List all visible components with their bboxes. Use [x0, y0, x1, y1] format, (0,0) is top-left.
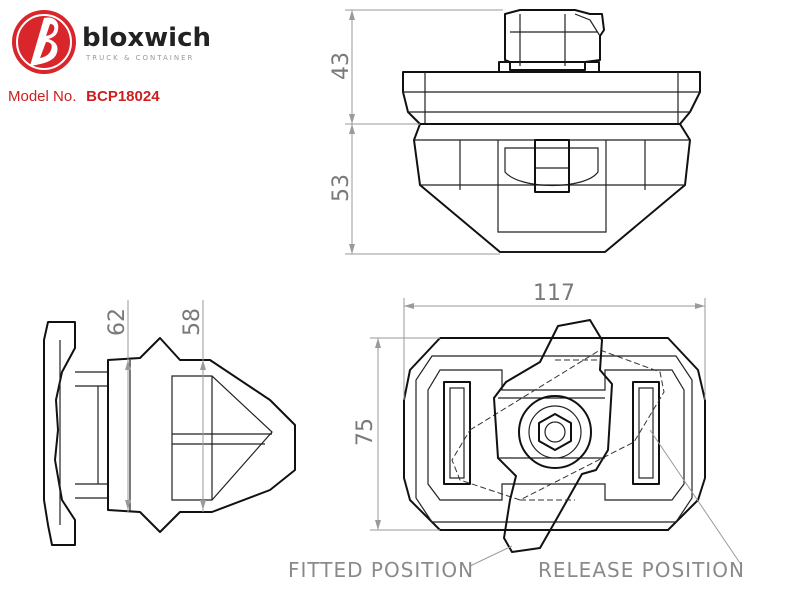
front-elevation-view: 43 53: [329, 9, 701, 255]
logo-ring: [16, 14, 72, 70]
slot-right: [632, 381, 660, 485]
dim-label-75: 75: [353, 418, 378, 446]
release-leader: [649, 429, 743, 567]
brand-name: bloxwich: [82, 23, 211, 53]
model-label: Model No.: [8, 88, 76, 105]
side-body: [107, 337, 296, 533]
slot-left: [443, 381, 471, 485]
svg-text:Model No. BCP18024: Model No. BCP18024: [8, 87, 160, 105]
brand-tagline: TRUCK & CONTAINER: [85, 54, 194, 62]
side-elevation-view: 62 58: [43, 300, 296, 546]
center-stem: [534, 139, 570, 193]
handle: [493, 319, 613, 553]
plan-view: 117 75: [353, 281, 743, 567]
central-boss: [518, 395, 592, 469]
dim-label-43: 43: [329, 52, 354, 80]
lower-cone-body: [413, 123, 691, 253]
release-position-label: RELEASE POSITION: [538, 558, 745, 582]
fitted-leader: [469, 545, 513, 567]
brand-logo: bloxwich TRUCK & CONTAINER: [12, 10, 211, 74]
top-knob: [504, 9, 605, 71]
dim-label-117: 117: [533, 281, 575, 306]
dim-label-53: 53: [329, 174, 354, 202]
model-number: Model No. BCP18024: [8, 87, 160, 105]
upper-body: [402, 71, 701, 125]
release-position-outline: [451, 349, 665, 501]
dim-label-62: 62: [105, 308, 130, 336]
dim-label-58: 58: [180, 308, 205, 336]
hex-socket: [538, 413, 572, 451]
model-value: BCP18024: [86, 88, 160, 105]
fitted-position-label: FITTED POSITION: [288, 558, 474, 582]
